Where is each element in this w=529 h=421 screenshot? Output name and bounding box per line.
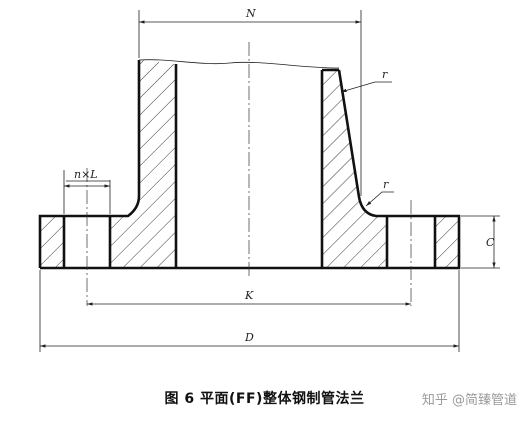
flange-outline bbox=[38, 60, 461, 270]
leader-r-bottom bbox=[365, 191, 394, 207]
section-hatching bbox=[40, 60, 459, 268]
center-lines bbox=[86, 42, 412, 306]
figure-caption: 图 6 平面(FF)整体钢制管法兰 bbox=[164, 391, 365, 407]
label-d: D bbox=[244, 331, 254, 344]
label-k: K bbox=[244, 289, 254, 302]
extension-lines bbox=[39, 10, 500, 352]
watermark-text: 知乎 @简臻管道 bbox=[421, 393, 517, 408]
label-r-top: r bbox=[382, 68, 388, 81]
leader-r-top bbox=[340, 81, 392, 93]
label-bolt-holes: n×L bbox=[74, 168, 98, 181]
label-c: C bbox=[486, 236, 495, 249]
label-n: N bbox=[245, 7, 256, 20]
label-r-bottom: r bbox=[383, 178, 389, 191]
break-line bbox=[138, 59, 340, 69]
